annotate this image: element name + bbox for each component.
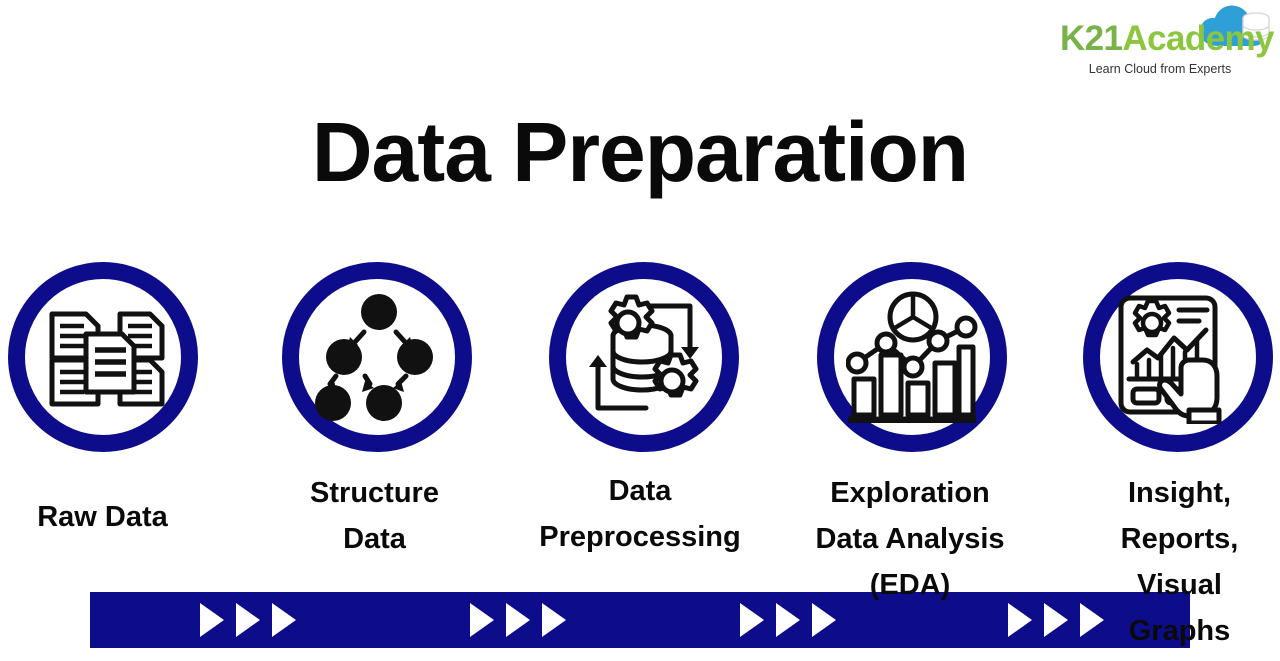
chevron-right-icon: [272, 603, 296, 637]
logo-wordmark: K21Academy: [1060, 20, 1276, 58]
report-hand-icon: [1111, 290, 1245, 424]
cloud-database-icon: [1198, 4, 1272, 50]
stage-node-insight[interactable]: [1083, 262, 1273, 452]
chevron-right-icon: [236, 603, 260, 637]
chevron-right-icon: [1008, 603, 1032, 637]
stage-node-raw-data[interactable]: [8, 262, 198, 452]
pipeline-arrow-4: [1008, 600, 1104, 640]
chevron-right-icon: [776, 603, 800, 637]
logo-brand-primary: K21: [1060, 19, 1123, 58]
chevron-right-icon: [200, 603, 224, 637]
page-title: Data Preparation: [311, 105, 969, 199]
chevron-right-icon: [542, 603, 566, 637]
charts-icon: [846, 291, 978, 423]
chevron-right-icon: [470, 603, 494, 637]
chevron-right-icon: [812, 603, 836, 637]
logo-tagline: Learn Cloud from Experts: [1088, 62, 1232, 76]
pipeline-arrow-2: [470, 600, 566, 640]
pipeline-arrow-3: [740, 600, 836, 640]
chevron-right-icon: [1044, 603, 1068, 637]
stage-label-raw-data: Raw Data: [37, 501, 168, 533]
database-gears-icon: [578, 291, 710, 423]
stage-node-preprocessing[interactable]: [549, 262, 739, 452]
stage-node-structure-data[interactable]: [282, 262, 472, 452]
documents-icon: [38, 292, 168, 422]
stage-node-eda[interactable]: [817, 262, 1007, 452]
pipeline-diagram: [0, 262, 1280, 648]
chevron-right-icon: [506, 603, 530, 637]
chevron-right-icon: [740, 603, 764, 637]
pipeline-arrow-1: [200, 600, 296, 640]
logo-brand-secondary: Academy: [1122, 19, 1274, 58]
brand-logo: K21Academy Learn Cloud from Experts: [1060, 4, 1276, 82]
node-tree-icon: [312, 292, 442, 422]
chevron-right-icon: [1080, 603, 1104, 637]
